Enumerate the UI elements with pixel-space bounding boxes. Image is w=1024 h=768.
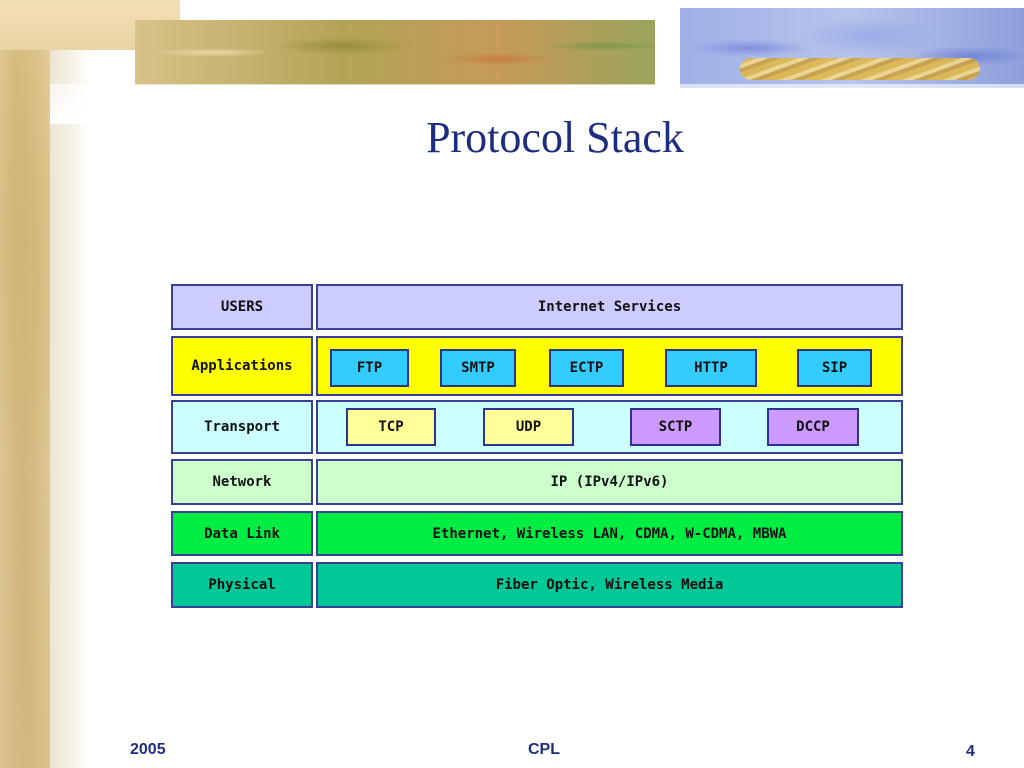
layer-label-physical: Physical	[171, 562, 313, 608]
layer-label-applications: Applications	[171, 336, 313, 396]
stack-row-network: Network IP (IPv4/IPv6)	[171, 459, 903, 505]
protocol-box-udp: UDP	[483, 408, 574, 446]
protocol-box-smtp: SMTP	[440, 349, 516, 387]
footer-year: 2005	[130, 741, 166, 758]
stack-row-physical: Physical Fiber Optic, Wireless Media	[171, 562, 903, 608]
layer-label-transport: Transport	[171, 400, 313, 454]
layer-label-users: USERS	[171, 284, 313, 330]
protocol-box-dccp: DCCP	[767, 408, 859, 446]
header-wheat-image	[740, 58, 980, 80]
parchment-shade	[50, 0, 90, 768]
layer-label-data-link: Data Link	[171, 511, 313, 556]
layer-content-users: Internet Services	[316, 284, 903, 330]
slide-number: 4	[966, 743, 975, 760]
layer-content-network: IP (IPv4/IPv6)	[316, 459, 903, 505]
protocol-box-http: HTTP	[665, 349, 757, 387]
protocol-box-ftp: FTP	[330, 349, 409, 387]
header-leaf-image	[135, 20, 655, 85]
footer-label: CPL	[528, 741, 560, 758]
stack-row-users: USERS Internet Services	[171, 284, 903, 330]
protocol-box-tcp: TCP	[346, 408, 436, 446]
protocol-box-sctp: SCTP	[630, 408, 721, 446]
layer-label-network: Network	[171, 459, 313, 505]
header-fade	[50, 84, 1024, 124]
stack-row-data-link: Data Link Ethernet, Wireless LAN, CDMA, …	[171, 511, 903, 556]
protocol-box-ectp: ECTP	[549, 349, 624, 387]
layer-content-data-link: Ethernet, Wireless LAN, CDMA, W-CDMA, MB…	[316, 511, 903, 556]
protocol-box-sip: SIP	[797, 349, 872, 387]
parchment-strip	[0, 0, 50, 768]
layer-content-physical: Fiber Optic, Wireless Media	[316, 562, 903, 608]
stack-row-applications: Applications FTP SMTP ECTP HTTP SIP	[171, 336, 903, 396]
stack-row-transport: Transport TCP UDP SCTP DCCP	[171, 400, 903, 454]
slide-title: Protocol Stack	[426, 113, 684, 162]
